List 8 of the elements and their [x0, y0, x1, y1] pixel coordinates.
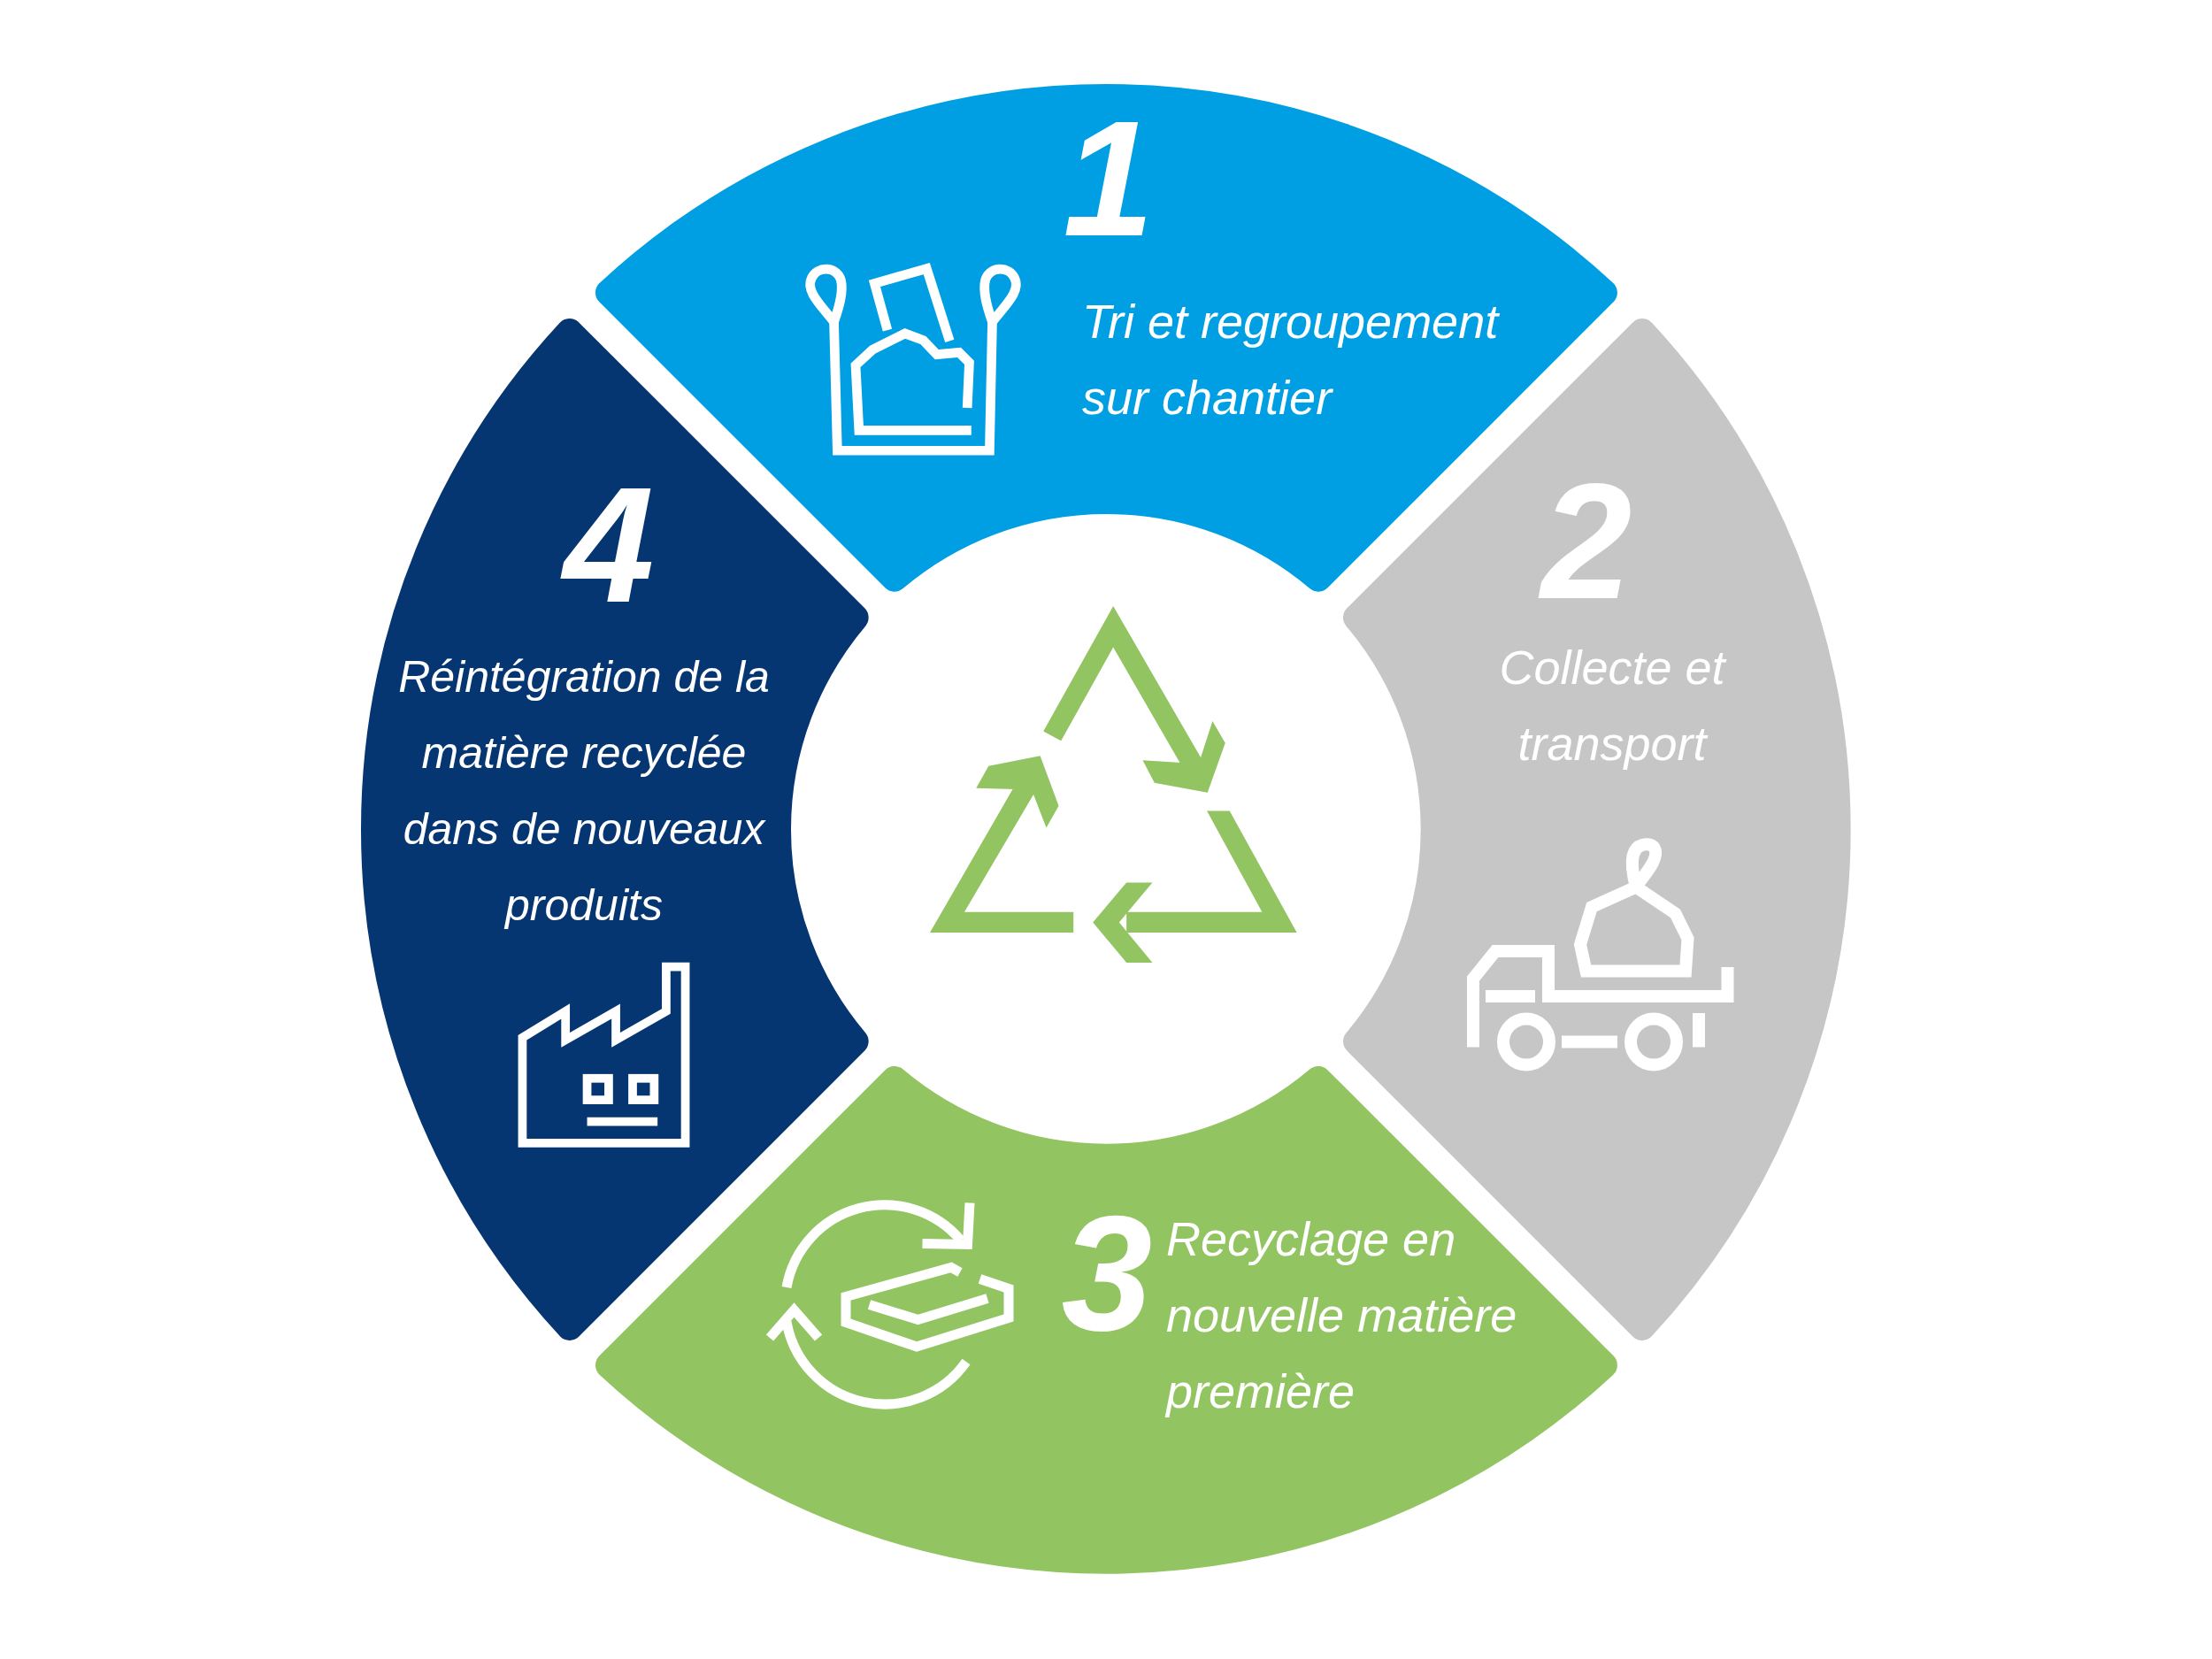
step-label: Réintégration de la matière recyclée dans de nouveaux produits	[398, 652, 770, 930]
ring-segment	[595, 1066, 1617, 1574]
step-number: 3	[1061, 1211, 1153, 1335]
ring-segment	[361, 318, 869, 1340]
step-label: Recyclage en nouvelle matière première	[1166, 1212, 1517, 1417]
step-label: Collecte et transport	[1499, 641, 1725, 770]
step-label: Tri et regroupement sur chantier	[1082, 295, 1499, 424]
step-number: 1	[1063, 117, 1155, 241]
